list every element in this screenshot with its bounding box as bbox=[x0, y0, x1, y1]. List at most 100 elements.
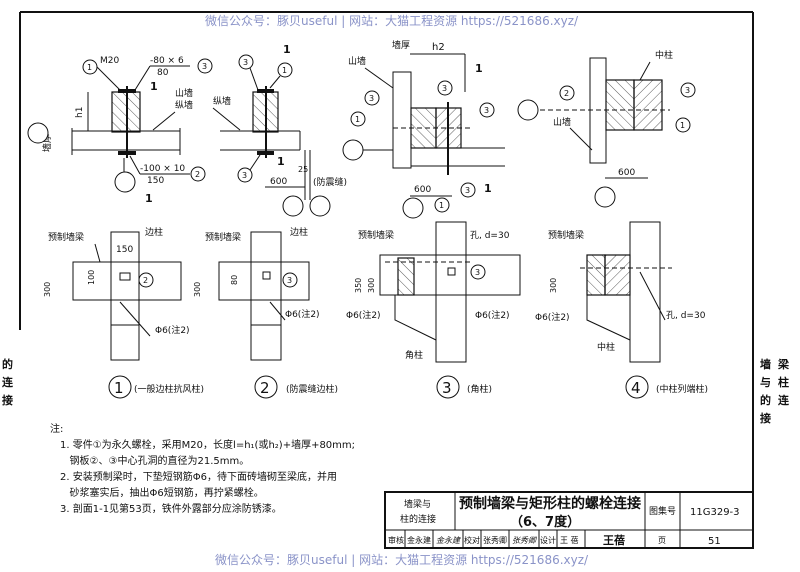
label-seismic-joint: (防震缝) bbox=[313, 176, 347, 188]
drawing-label: 与 bbox=[760, 376, 771, 389]
detail-caption: (防震缝边柱) bbox=[286, 383, 338, 395]
plan-detail-4: 预制墙梁 300 Φ6(注2) 孔, d=30 中柱 4 (中柱列端柱) bbox=[535, 221, 708, 399]
detail-b-section: 1 3 1 纵墙 3 1 600 25 (防震缝) bbox=[212, 43, 347, 217]
drawing-label: 3 bbox=[242, 171, 247, 180]
label-middle-column: 中柱 bbox=[597, 341, 615, 353]
label-hole: 孔, d=30 bbox=[470, 230, 510, 241]
dim-300: 300 bbox=[193, 282, 202, 297]
callout-empty bbox=[27, 122, 49, 144]
review-label: 审核 bbox=[388, 535, 404, 545]
label-rebar: Φ6(注2) bbox=[285, 308, 320, 320]
drawing-label: 1 bbox=[475, 62, 483, 75]
reviewer-signature: 金永建 bbox=[436, 536, 461, 545]
category-line-1: 墙梁与 bbox=[404, 498, 431, 510]
drawing-label: 1 bbox=[150, 80, 158, 93]
note-line: 砂浆塞实后，抽出Φ6短钢筋，再拧紧螺栓。 bbox=[60, 488, 264, 499]
label-precast-beam: 预制墙梁 bbox=[205, 231, 241, 243]
drawing-label: 4 bbox=[631, 379, 641, 397]
callout-1 bbox=[350, 111, 366, 127]
callout-1 bbox=[277, 62, 293, 78]
callout-3 bbox=[470, 264, 486, 280]
label-precast-beam: 预制墙梁 bbox=[48, 231, 84, 243]
detail-number-badge bbox=[254, 375, 278, 399]
label-side-column: 边柱 bbox=[290, 226, 308, 238]
callout-empty bbox=[517, 99, 539, 121]
dim-80: 80 bbox=[230, 275, 239, 285]
dim-300: 300 bbox=[43, 282, 52, 297]
side-tab-right: 墙 与 的 梁 柱 连 接 bbox=[760, 357, 790, 425]
callout-3 bbox=[437, 80, 453, 96]
drawing-label: 3 bbox=[202, 62, 207, 71]
drawing-label: 3 bbox=[685, 86, 690, 95]
callout-3 bbox=[364, 90, 380, 106]
label-rebar: Φ6(注2) bbox=[155, 324, 190, 336]
designer-name: 王 蓓 bbox=[560, 535, 579, 545]
detail-c-section: 墙厚 h2 1 山墙 3 1 3 3 600 1 3 1 bbox=[342, 39, 505, 219]
checker-signature: 张秀卿 bbox=[512, 536, 538, 545]
callout-1 bbox=[675, 117, 691, 133]
drawing-label: 80 bbox=[157, 68, 169, 78]
note-line: 3. 剖面1-1见第53页，铁件外露部分应涂防锈漆。 bbox=[60, 504, 282, 515]
drawing-label: 接 bbox=[760, 411, 771, 425]
label-precast-beam: 预制墙梁 bbox=[548, 229, 584, 241]
dim-300: 300 bbox=[367, 278, 376, 293]
drawing-label: 3 bbox=[484, 106, 489, 115]
detail-number-badge bbox=[625, 375, 649, 399]
label-plate-bottom: -100 × 10 bbox=[140, 164, 185, 174]
drawing-label: 1 bbox=[283, 43, 291, 56]
drawing-label: 接 bbox=[2, 393, 13, 407]
callout-3 bbox=[282, 272, 298, 288]
page-number: 51 bbox=[708, 536, 721, 547]
label-long-wall: 纵墙 bbox=[175, 99, 193, 111]
dim-100: 100 bbox=[87, 270, 96, 285]
label-hole: 孔, d=30 bbox=[666, 310, 706, 321]
plan-detail-1: 预制墙梁 边柱 150 100 300 2 Φ6(注2) 1 (一般边柱抗风柱) bbox=[43, 226, 204, 399]
drawing-label: 1 bbox=[87, 63, 92, 72]
label-rebar: Φ6(注2) bbox=[535, 311, 570, 323]
callout-3 bbox=[460, 182, 476, 198]
drawing-label: 梁 bbox=[777, 357, 790, 371]
drawing-label: 3 bbox=[243, 58, 248, 67]
callout-2 bbox=[138, 272, 154, 288]
callout-empty bbox=[594, 186, 616, 208]
dim-h1: h1 bbox=[75, 107, 85, 118]
atlas-label: 图集号 bbox=[649, 505, 676, 517]
callout-3 bbox=[479, 102, 495, 118]
callout-2 bbox=[559, 85, 575, 101]
drawing-label: 1 bbox=[145, 192, 153, 205]
dim-150: 150 bbox=[116, 245, 133, 255]
check-label: 校对 bbox=[464, 535, 480, 545]
dim-25: 25 bbox=[298, 165, 308, 174]
drawing-label: 2 bbox=[195, 170, 200, 179]
label-gable-wall: 山墙 bbox=[175, 87, 193, 99]
drawing-label: 1 bbox=[680, 121, 685, 130]
detail-d-section: 中柱 山墙 2 3 1 600 bbox=[517, 49, 696, 208]
drawing-label: 1 bbox=[114, 379, 124, 397]
detail-caption: (角柱) bbox=[467, 383, 492, 395]
label-gable-wall: 山墙 bbox=[348, 55, 366, 67]
callout-1 bbox=[434, 197, 450, 213]
checker-name: 张秀卿 bbox=[483, 535, 507, 545]
watermark-bottom: 微信公众号：豚贝useful | 网站：大猫工程资源 https://52168… bbox=[215, 552, 589, 567]
drawing-label: 的 bbox=[2, 357, 13, 371]
plan-detail-3: 预制墙梁 孔, d=30 3 350 300 Φ6(注2) Φ6(注2) 角柱 … bbox=[346, 221, 521, 399]
callout-empty bbox=[309, 195, 331, 217]
label-side-column: 边柱 bbox=[145, 226, 163, 238]
detail-number-badge bbox=[436, 375, 460, 399]
drawing-label: 1 bbox=[282, 66, 287, 75]
detail-caption: (一般边柱抗风柱) bbox=[134, 383, 204, 395]
side-tab-left: 的 连 接 bbox=[2, 357, 14, 407]
drawing-label: 3 bbox=[369, 94, 374, 103]
dim-350: 350 bbox=[354, 278, 363, 293]
drawing-title: 预制墙梁与矩形柱的螺栓连接 bbox=[459, 495, 641, 512]
drawing-label: 1 bbox=[277, 155, 285, 168]
label-rebar-left: Φ6(注2) bbox=[346, 309, 381, 321]
page-label: 页 bbox=[658, 536, 666, 545]
callout-3 bbox=[237, 167, 253, 183]
drawing-label: 连 bbox=[778, 393, 790, 407]
watermark-top: 微信公众号：豚贝useful | 网站：大猫工程资源 https://52168… bbox=[205, 13, 579, 28]
drawing-label: 1 bbox=[439, 201, 444, 210]
drawing-label: 150 bbox=[147, 176, 164, 186]
drawing-label: 2 bbox=[564, 89, 569, 98]
drawing-label: 2 bbox=[143, 276, 148, 285]
